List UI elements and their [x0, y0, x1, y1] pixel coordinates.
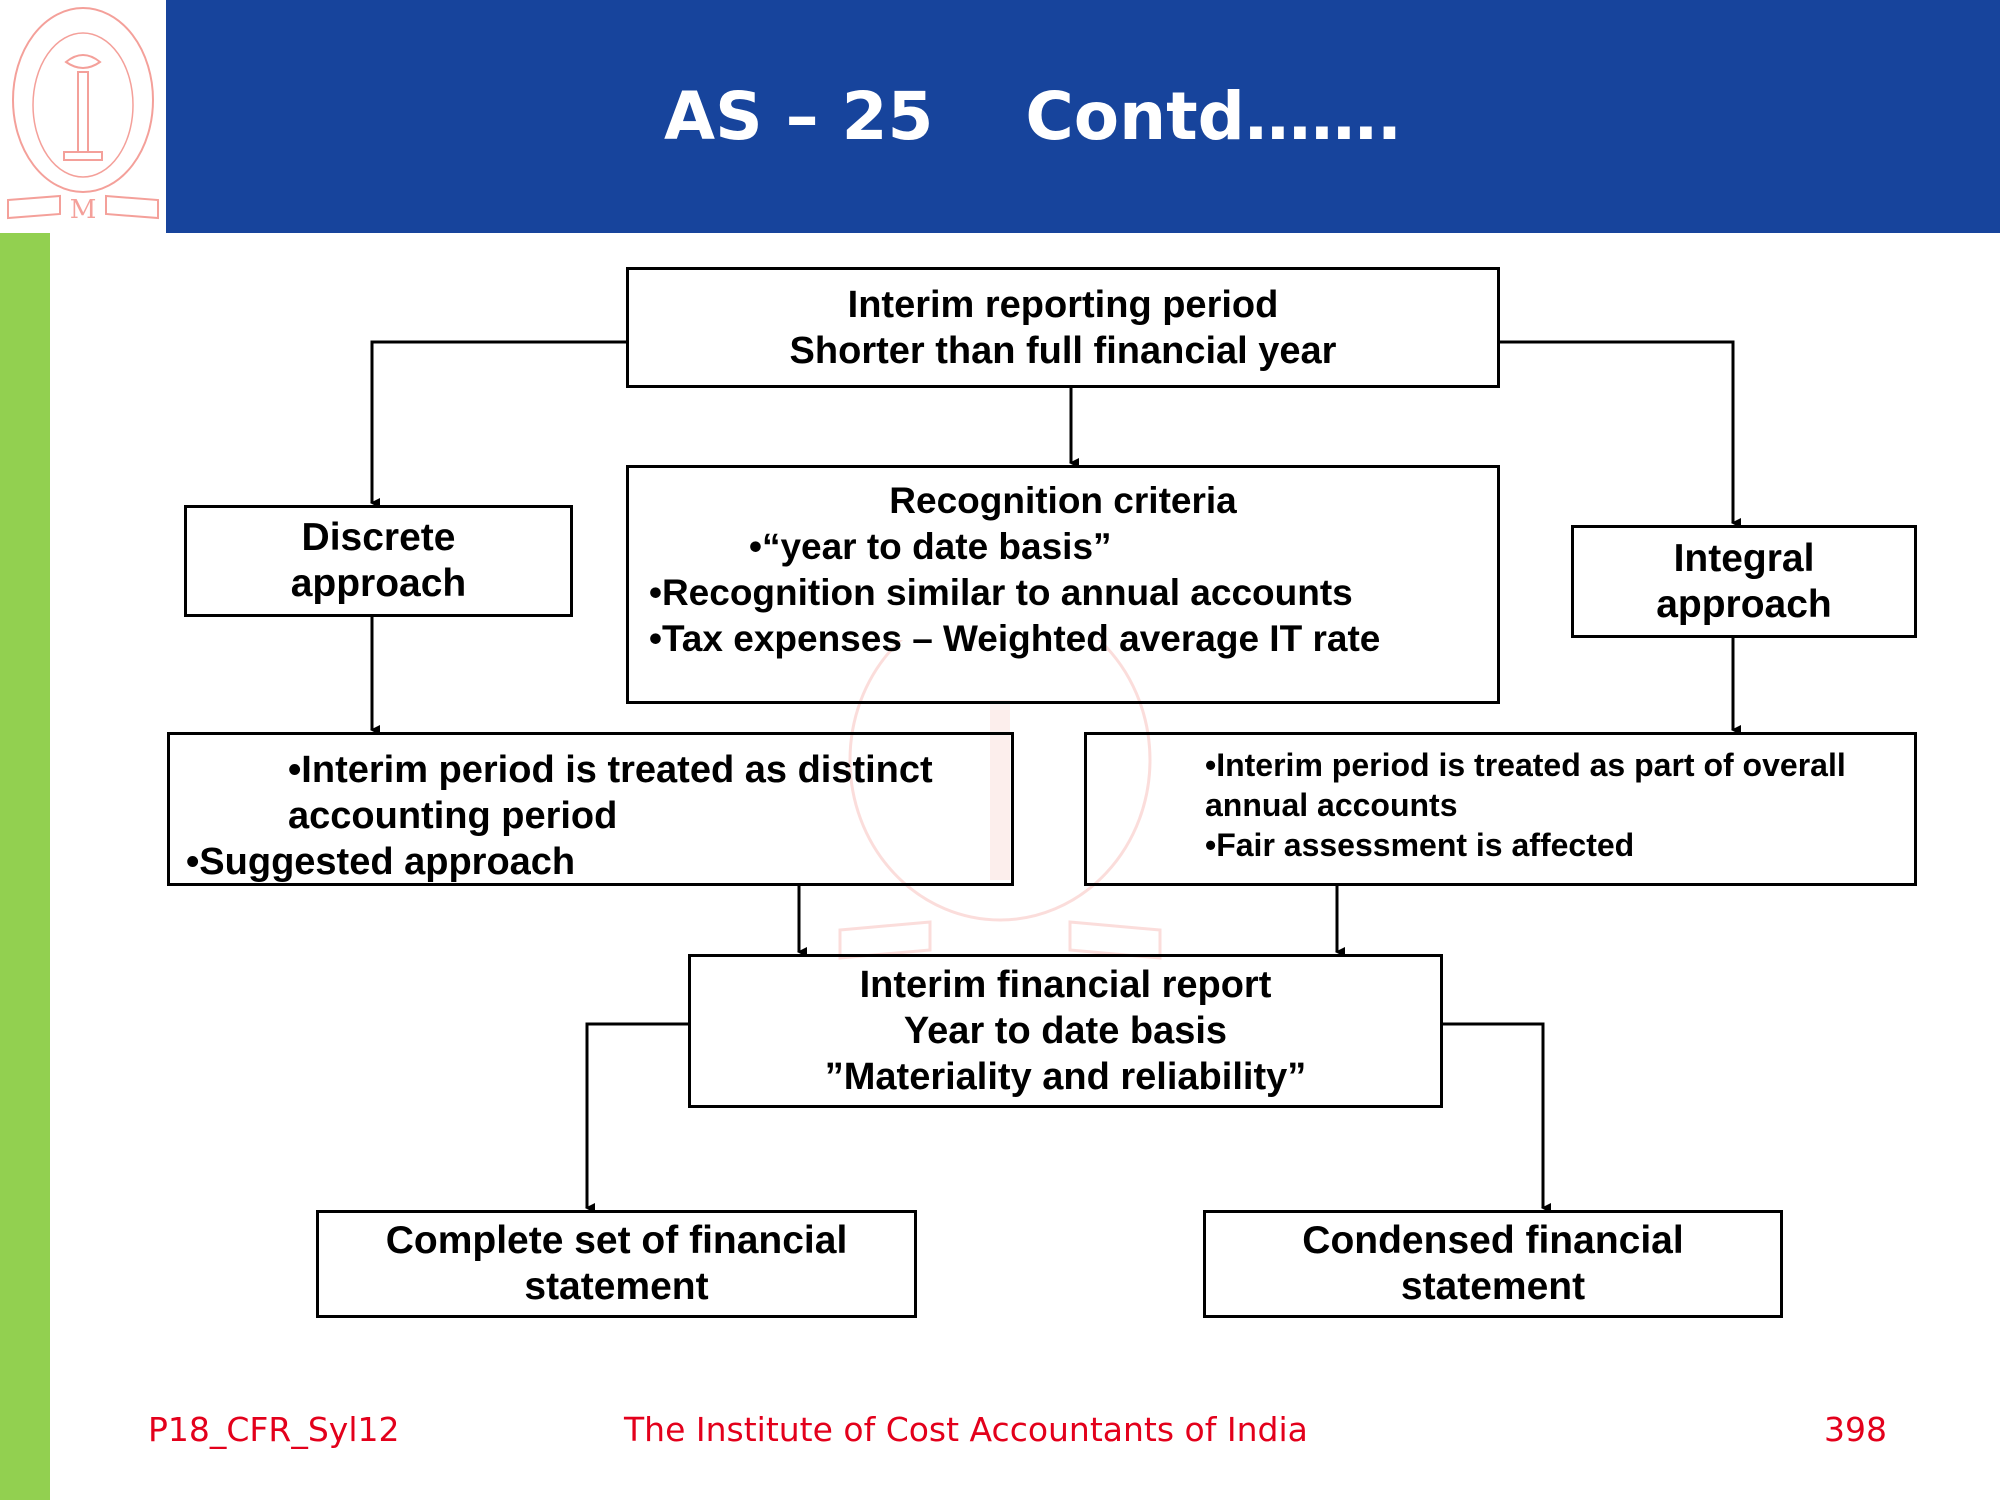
institute-logo: M: [7, 7, 159, 225]
box-text: statement: [1400, 1265, 1586, 1308]
box-text: Complete set of financial: [385, 1219, 848, 1262]
box-text: approach: [1656, 582, 1832, 626]
slide-title: AS – 25 Contd…….: [664, 78, 1402, 155]
interim-reporting-period-box: Interim reporting period Shorter than fu…: [626, 267, 1500, 388]
box-text: Integral: [1673, 536, 1815, 580]
bullet-item: annual accounts: [1205, 787, 1458, 823]
integral-approach-box: Integral approach: [1571, 525, 1917, 638]
distinct-period-box: •Interim period is treated as distinct a…: [167, 732, 1014, 886]
footer-code: P18_CFR_Syl12: [148, 1410, 400, 1449]
box-text: ”Materiality and reliability”: [824, 1056, 1307, 1098]
box-text: Shorter than full financial year: [789, 329, 1337, 372]
box-heading: Recognition criteria: [889, 480, 1237, 521]
footer-institute: The Institute of Cost Accountants of Ind…: [624, 1410, 1308, 1449]
bullet-item: •Tax expenses – Weighted average IT rate: [649, 618, 1381, 659]
arrow-top-to-integral: [1500, 340, 1741, 528]
box-text: Interim financial report: [859, 964, 1272, 1006]
arrow-top-to-discrete: [370, 340, 626, 508]
box-text: Interim reporting period: [847, 283, 1279, 326]
discrete-approach-box: Discrete approach: [184, 505, 573, 617]
interim-financial-report-box: Interim financial report Year to date ba…: [688, 954, 1443, 1108]
box-text: approach: [290, 562, 467, 605]
bullet-item: •Recognition similar to annual accounts: [649, 572, 1353, 613]
bullet-item: •Fair assessment is affected: [1205, 827, 1635, 863]
bullet-item: •Suggested approach: [186, 841, 576, 883]
side-accent-bar: [0, 233, 50, 1500]
bullet-item: •Interim period is treated as distinct: [288, 749, 933, 791]
box-text: Year to date basis: [903, 1010, 1228, 1052]
recognition-criteria-box: Recognition criteria •“year to date basi…: [626, 465, 1500, 704]
box-text: statement: [524, 1265, 709, 1308]
arrow-report-to-condensed: [1443, 1022, 1551, 1213]
bullet-item: •“year to date basis”: [749, 526, 1112, 567]
bullet-item: accounting period: [288, 795, 618, 837]
logo-watermark: [838, 640, 1162, 960]
box-text: Discrete: [301, 516, 456, 559]
overall-accounts-box: •Interim period is treated as part of ov…: [1084, 732, 1917, 886]
bullet-item: •Interim period is treated as part of ov…: [1205, 747, 1846, 783]
complete-statement-box: Complete set of financial statement: [316, 1210, 917, 1318]
logo-letter: M: [70, 195, 97, 225]
page-number: 398: [1824, 1410, 1887, 1449]
arrow-report-to-complete: [585, 1022, 688, 1213]
condensed-statement-box: Condensed financial statement: [1203, 1210, 1783, 1318]
box-text: Condensed financial: [1302, 1219, 1684, 1262]
title-bar: [166, 0, 2000, 233]
